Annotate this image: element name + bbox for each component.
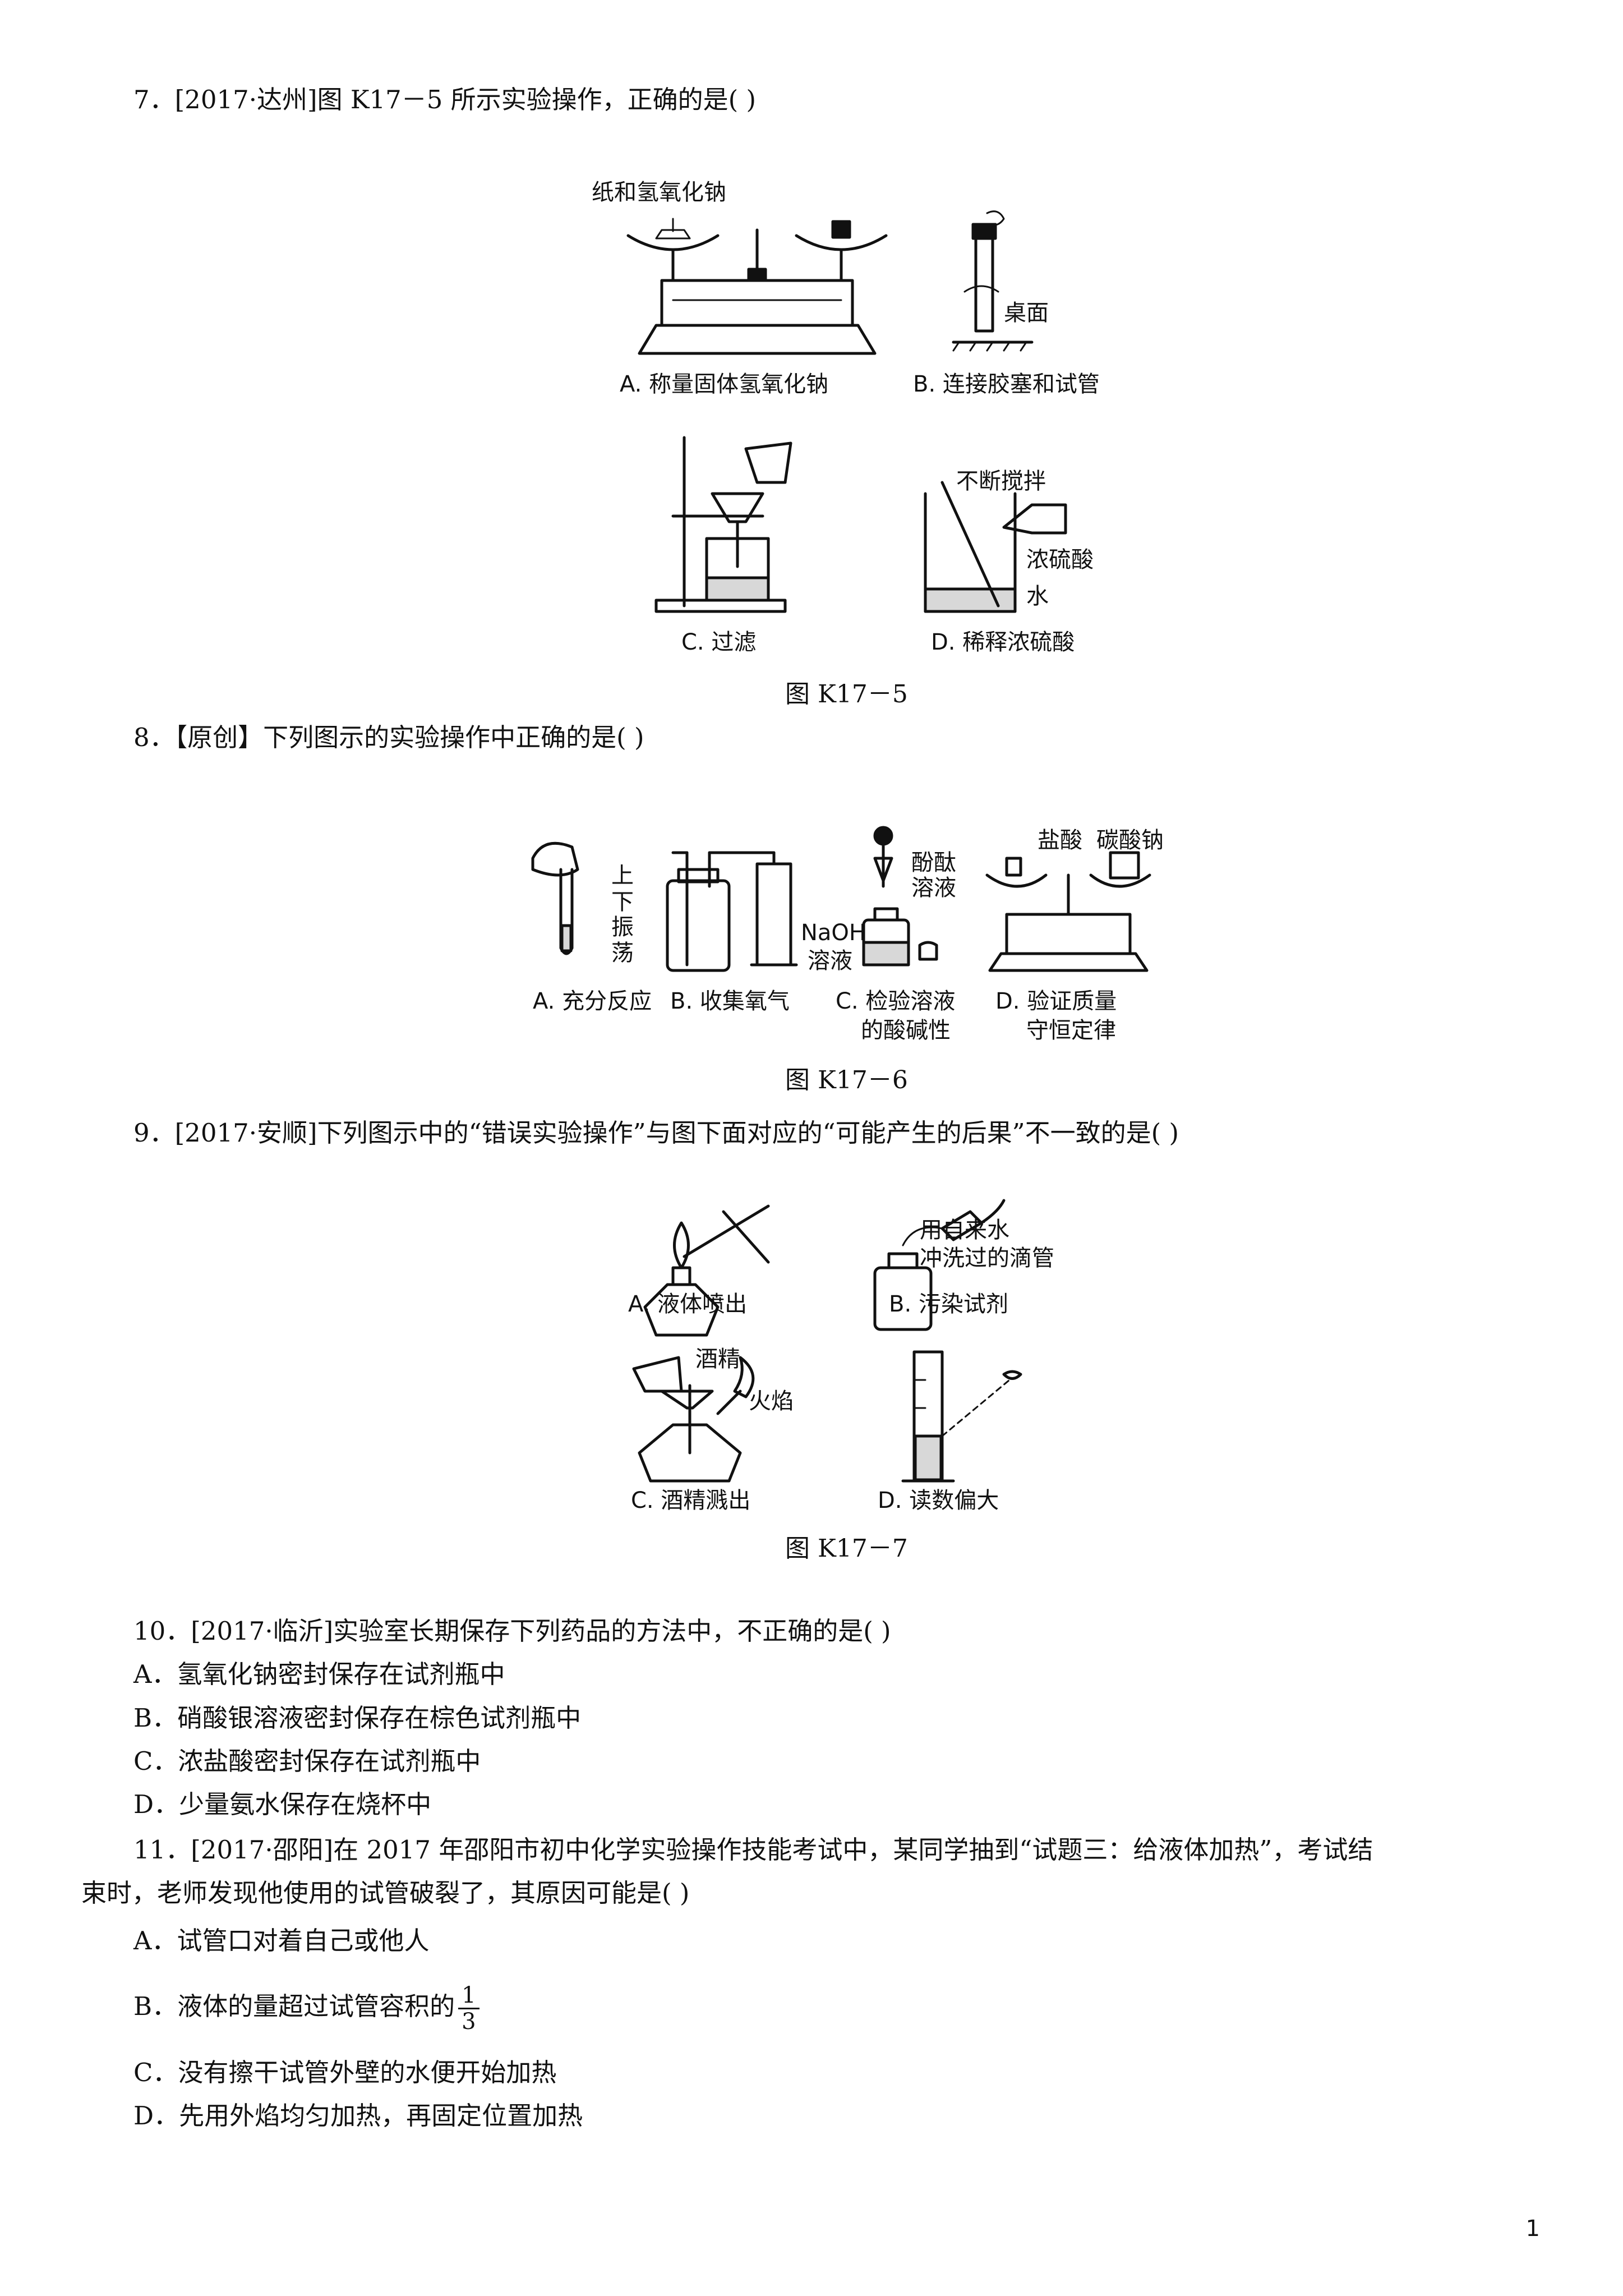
fig-k17-7-caption-a: A. 液体喷出 <box>628 1291 748 1317</box>
label-tap-water-1: 用自来水 <box>920 1217 1009 1243</box>
fig-k17-7-caption-c: C. 酒精溅出 <box>631 1488 751 1513</box>
fig-k17-6-caption-d1: D. 验证质量 <box>995 988 1117 1014</box>
question-10-option-b: B．硝酸银溶液密封保存在棕色试剂瓶中 <box>133 1703 582 1733</box>
fig-k17-6-caption-a: A. 充分反应 <box>533 988 652 1014</box>
alcohol-lamp-illustration <box>632 1356 755 1483</box>
label-shake-1: 振 <box>611 914 634 940</box>
label-alcohol: 酒精 <box>695 1346 740 1372</box>
label-flame: 火焰 <box>749 1388 794 1414</box>
question-11-option-a: A．试管口对着自己或他人 <box>133 1926 430 1955</box>
fig-k17-5-caption-a: A. 称量固体氢氧化钠 <box>620 371 829 397</box>
label-phenolphthalein-1: 酚酞 <box>911 850 956 876</box>
label-up: 上 <box>611 863 634 889</box>
question-10-option-d: D．少量氨水保存在烧杯中 <box>133 1789 432 1819</box>
fig-k17-5-caption-d: D. 稀释浓硫酸 <box>931 629 1075 655</box>
question-11-stem: 11．[2017·邵阳]在 2017 年邵阳市初中化学实验操作技能考试中，某同学… <box>133 1835 1373 1865</box>
mass-conservation-illustration <box>985 851 1151 972</box>
filtration-illustration <box>654 436 792 613</box>
label-tap-water-2: 冲洗过的滴管 <box>920 1245 1054 1271</box>
cylinder-reading-illustration <box>901 1350 1022 1483</box>
dropper-contamination-illustration <box>873 1199 1006 1331</box>
question-10-stem: 10．[2017·临沂]实验室长期保存下列药品的方法中，不正确的是( ) <box>133 1616 891 1646</box>
label-naoh-1: NaOH <box>801 920 866 946</box>
gas-collection-illustration <box>666 851 798 972</box>
balance-illustration <box>626 218 888 355</box>
question-9-stem: 9．[2017·安顺]下列图示中的“错误实验操作”与图下面对应的“可能产生的后果… <box>133 1118 1179 1148</box>
question-10-option-c: C．浓盐酸密封保存在试剂瓶中 <box>133 1746 481 1776</box>
question-8-stem: 8．【原创】下列图示的实验操作中正确的是( ) <box>133 723 644 752</box>
label-hcl: 盐酸 <box>1038 827 1082 853</box>
label-down: 下 <box>611 889 634 915</box>
fig-k17-6-caption-c2: 的酸碱性 <box>861 1018 951 1043</box>
dilution-illustration <box>924 481 1067 613</box>
label-acid: 浓硫酸 <box>1026 547 1094 573</box>
label-water: 水 <box>1026 583 1049 609</box>
label-shake-2: 荡 <box>611 940 634 966</box>
fig-k17-6-caption-d2: 守恒定律 <box>1026 1018 1116 1043</box>
shake-tube-illustration <box>531 841 579 955</box>
question-11-option-d: D．先用外焰均匀加热，再固定位置加热 <box>133 2101 583 2131</box>
figure-title-k17-5: 图 K17－5 <box>785 680 908 708</box>
question-11-stem-continued: 束时，老师发现他使用的试管破裂了，其原因可能是( ) <box>81 1878 690 1908</box>
label-stir: 不断搅拌 <box>956 468 1046 494</box>
question-11-option-c: C．没有擦干试管外壁的水便开始加热 <box>133 2058 557 2087</box>
fig-k17-7-caption-b: B. 污染试剂 <box>889 1291 1008 1317</box>
label-na2co3: 碳酸钠 <box>1096 827 1164 853</box>
figure-title-k17-6: 图 K17－6 <box>785 1066 908 1094</box>
label-desk: 桌面 <box>1004 300 1049 326</box>
page-number: 1 <box>1525 2216 1540 2242</box>
question-10-option-a: A．氢氧化钠密封保存在试剂瓶中 <box>133 1659 505 1689</box>
question-7-stem: 7．[2017·达州]图 K17－5 所示实验操作，正确的是( ) <box>133 85 757 114</box>
figure-title-k17-7: 图 K17－7 <box>785 1534 908 1563</box>
fig-k17-7-caption-d: D. 读数偏大 <box>878 1488 999 1513</box>
fraction-denominator: 3 <box>462 2009 476 2035</box>
label-naoh-paper: 纸和氢氧化钠 <box>592 180 726 205</box>
fig-k17-6-caption-b: B. 收集氧气 <box>670 988 790 1014</box>
fig-k17-6-caption-c1: C. 检验溶液 <box>836 988 956 1014</box>
heating-liquid-illustration <box>643 1204 770 1337</box>
label-phenolphthalein-2: 溶液 <box>911 875 956 901</box>
stopper-tube-illustration <box>952 210 1034 352</box>
fraction-numerator: 1 <box>458 1983 479 2009</box>
label-naoh-2: 溶液 <box>808 948 852 974</box>
fig-k17-5-caption-c: C. 过滤 <box>681 629 757 655</box>
question-11-option-b-text: B．液体的量超过试管容积的 <box>133 1991 455 2021</box>
fig-k17-5-caption-b: B. 连接胶塞和试管 <box>913 371 1100 397</box>
indicator-test-illustration <box>862 826 938 967</box>
